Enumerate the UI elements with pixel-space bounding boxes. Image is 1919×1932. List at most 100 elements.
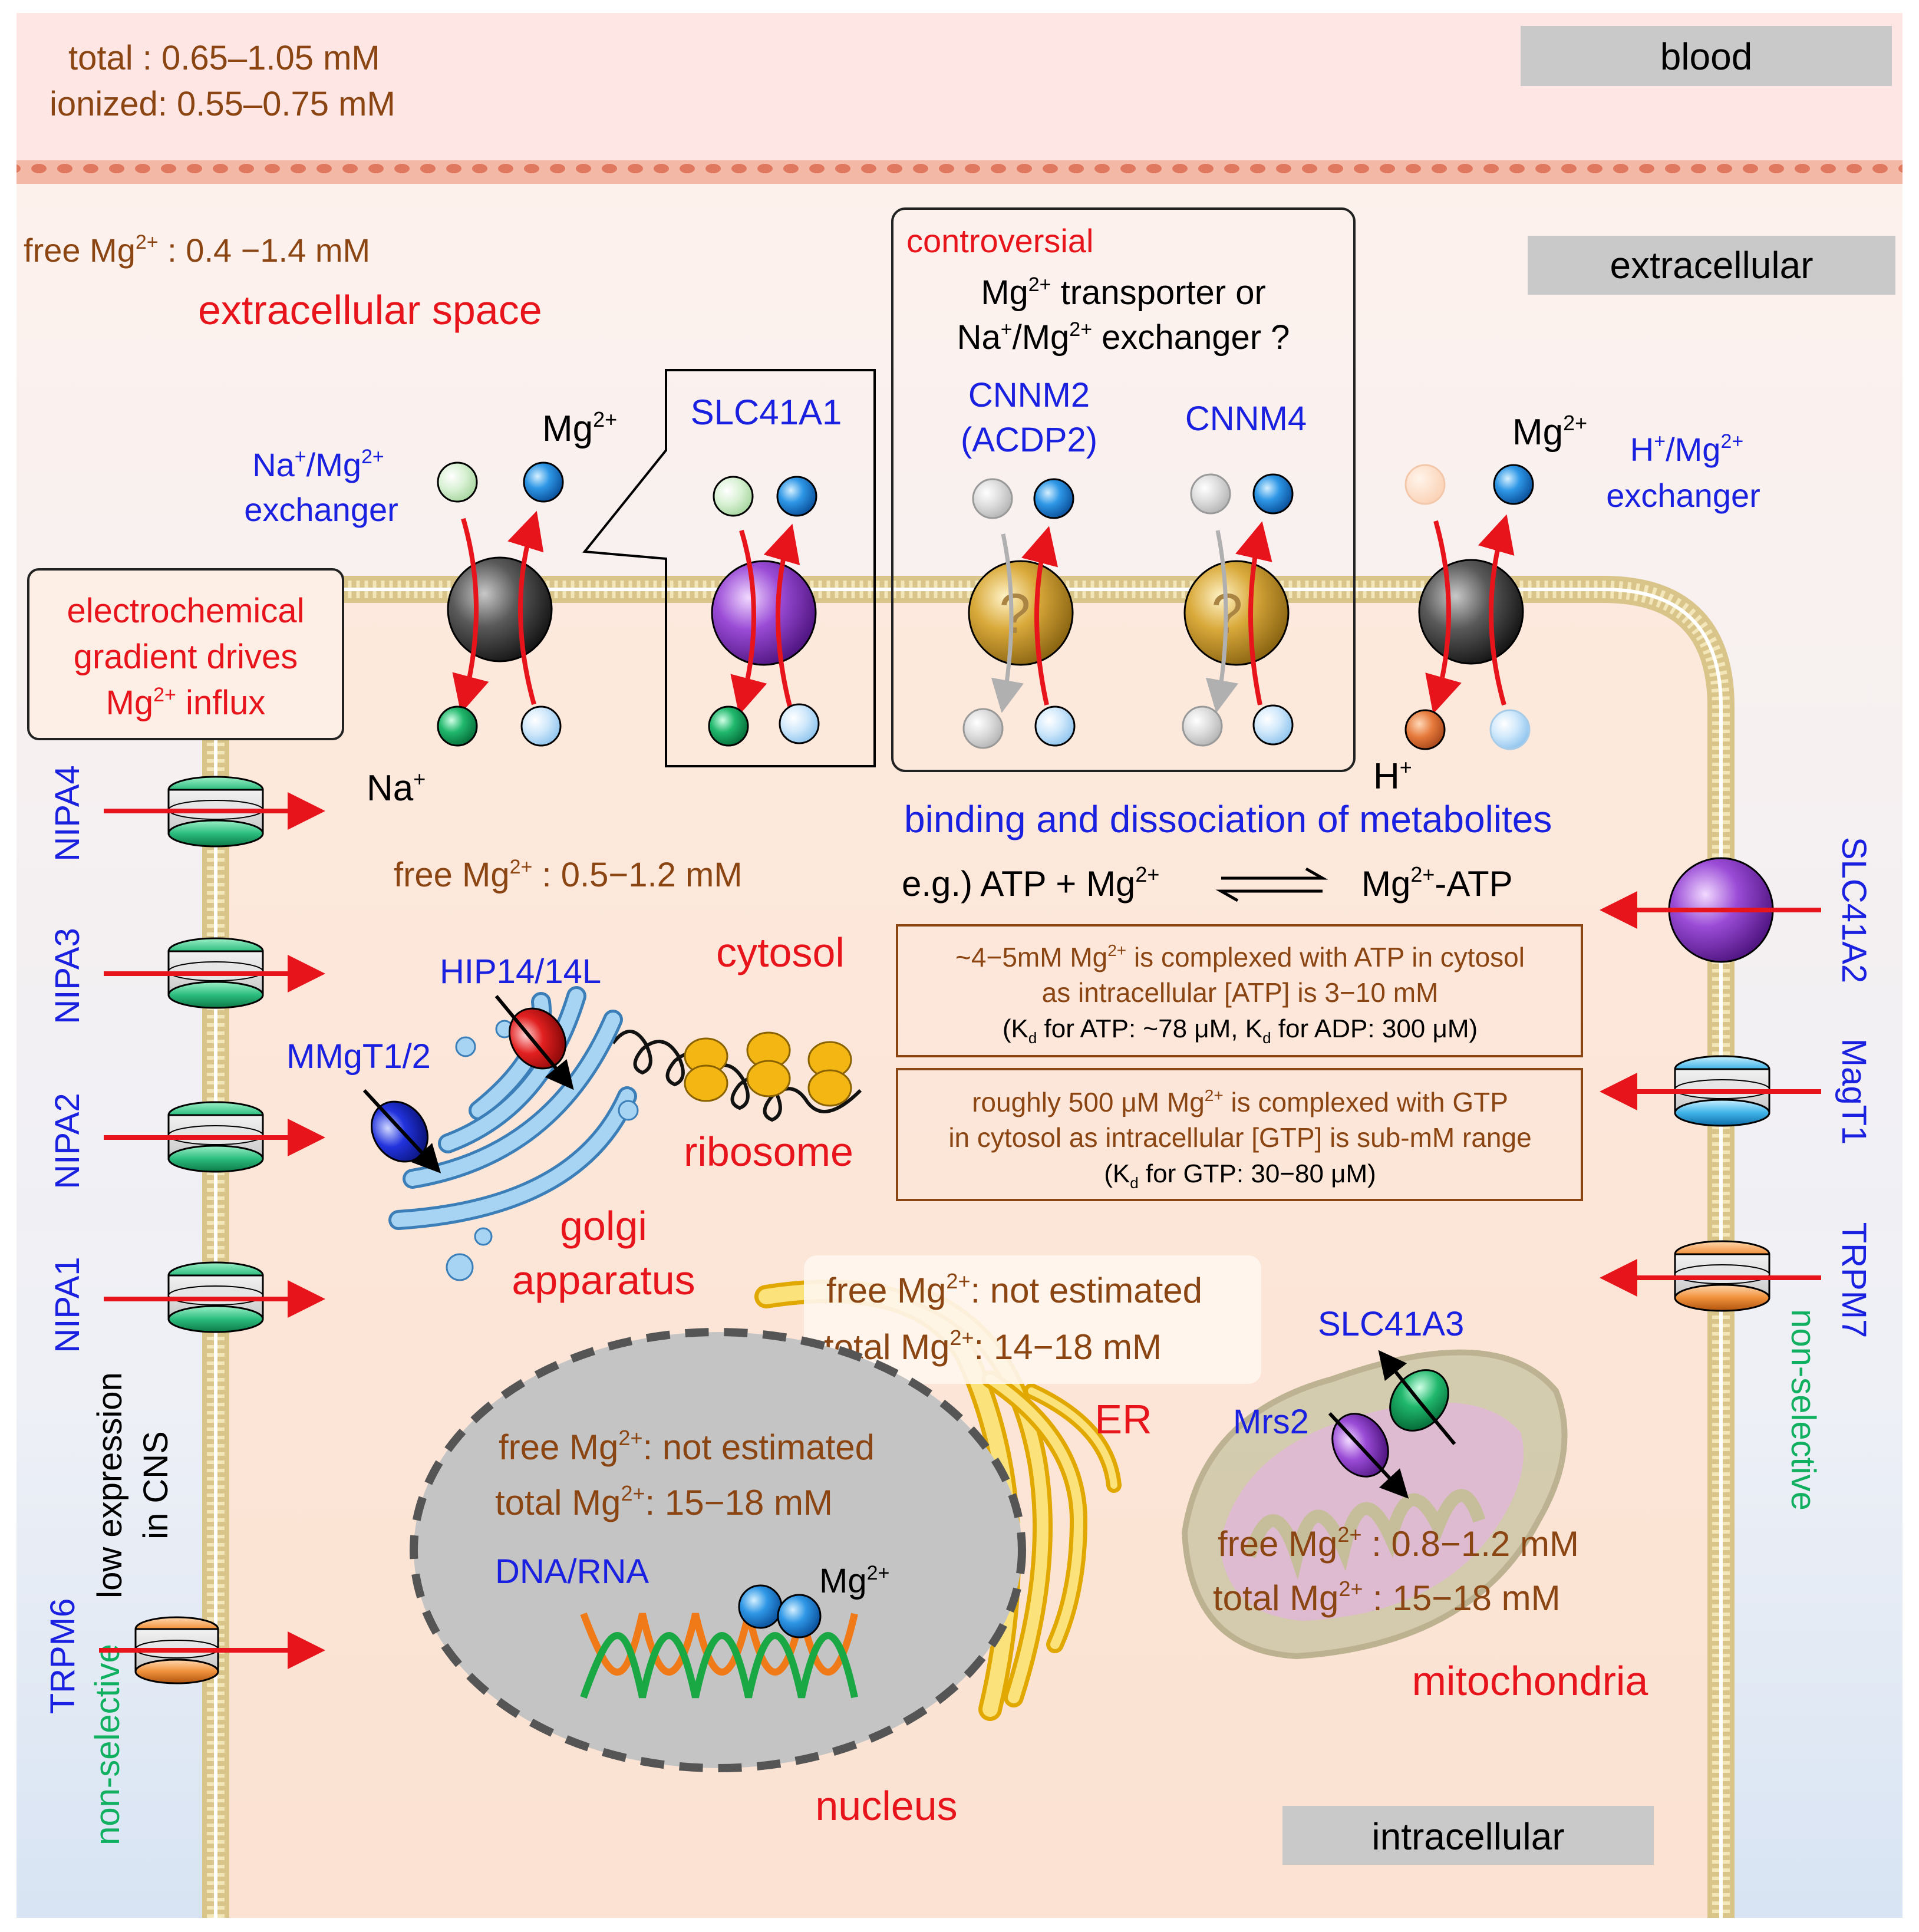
mg-ion-out-1 [523, 461, 564, 503]
cell-interior [216, 589, 1721, 1918]
blood-tag: blood [1660, 35, 1753, 78]
slc41a3-label: SLC41A3 [1318, 1305, 1464, 1343]
golgi-label-1: golgi [560, 1203, 647, 1249]
blood-total-conc: total : 0.65–1.05 mM [68, 39, 380, 77]
golgi-vesicle-5 [474, 1227, 493, 1246]
na-influx-arrow-1 [452, 517, 489, 714]
blood-tag-box [1521, 26, 1892, 86]
h-mg-exchanger [1418, 559, 1524, 665]
golgi-vesicle-4 [446, 1253, 474, 1281]
cnnm2-transporter [968, 560, 1074, 666]
low-expression-line1: low expression [91, 1372, 129, 1598]
cnnm2-label-1: CNNM2 [968, 376, 1090, 414]
extracellular-tag: extracellular [1610, 244, 1813, 286]
metabolites-title: binding and dissociation of metabolites [904, 798, 1552, 840]
electrochemical-box [27, 568, 344, 740]
nipa1-label: NIPA1 [48, 1257, 87, 1353]
mitochondrion [1181, 1349, 1568, 1660]
gtp-info-box [896, 1068, 1583, 1201]
h-mg-exchanger-label-2: exchanger [1606, 477, 1760, 514]
slc41a3-arrow-in [1419, 1402, 1456, 1445]
gtp-info-line1: roughly 500 μM Mg2+ is complexed with GT… [972, 1086, 1508, 1117]
mito-free-mg: free Mg2+ : 0.8−1.2 mM [1218, 1522, 1579, 1564]
na-ion-in-1 [437, 705, 478, 747]
mg-efflux-arrow-cnnm2 [1021, 526, 1059, 705]
intracellular-tag: intracellular [1371, 1815, 1564, 1858]
electrochemical-line2: gradient drives [74, 638, 298, 676]
slc41a2-label: SLC41A2 [1835, 837, 1873, 983]
na-influx-arrow-2 [730, 529, 767, 716]
trpm7-non-selective: non-selective [1784, 1309, 1822, 1511]
grey-arrow-cnnm2 [991, 533, 1024, 713]
atp-info-line2: as intracellular [ATP] is 3−10 mM [1042, 977, 1439, 1008]
mg-ion-label-nucleus: Mg2+ [819, 1562, 889, 1600]
h-ion-label: H+ [1373, 755, 1412, 797]
grey-ion-out-cnnm4 [1190, 473, 1231, 515]
slc41a3-arrow-out [1378, 1350, 1422, 1404]
hip14-arrow [494, 995, 574, 1090]
na-mg-exchanger [447, 556, 553, 662]
atp-info-line1: ~4−5mM Mg2+ is complexed with ATP in cyt… [955, 941, 1525, 972]
mg-ion-in-cnnm4 [1252, 704, 1294, 746]
nipa4-label: NIPA4 [48, 765, 87, 861]
nucleus-envelope [410, 1328, 1026, 1772]
mg-ion-in-1 [520, 705, 562, 747]
extracellular-free-mg: free Mg2+ : 0.4 −1.4 mM [24, 231, 370, 269]
metabolite-equation-right: Mg2+-ATP [1361, 862, 1513, 904]
er-total-mg: total Mg2+: 14−18 mM [824, 1326, 1162, 1367]
slc41a1-callout-box [582, 369, 876, 767]
mg-ion-out-2 [776, 476, 817, 517]
h-ion-in [1404, 709, 1446, 750]
magt1-label: MagT1 [1835, 1038, 1873, 1145]
blood-ionized-conc: ionized: 0.55–0.75 mM [50, 85, 395, 123]
grey-arrow-cnnm4 [1205, 530, 1238, 713]
electrochemical-line1: electrochemical [67, 592, 305, 630]
nucleus-free-mg: free Mg2+: not estimated [499, 1426, 875, 1467]
golgi-vesicle-1 [455, 1036, 476, 1057]
na-mg-exchanger-label-1: Na+/Mg2+ [252, 446, 384, 483]
h-ion-out [1404, 464, 1446, 505]
trpm6-channel [99, 1616, 325, 1684]
cytosol-label: cytosol [716, 929, 845, 975]
grey-ion-out-cnnm2 [972, 478, 1013, 519]
dna-helix [580, 1612, 858, 1699]
low-expression-line2: in CNS [137, 1431, 175, 1539]
gtp-info-line3: (Kd for GTP: 30−80 μM) [1104, 1159, 1376, 1192]
mg-ion-out-cnnm2 [1033, 478, 1074, 519]
atp-info-line3: (Kd for ATP: ~78 μM, Kd for ADP: 300 μM) [1003, 1014, 1478, 1047]
cnnm2-label-2: (ACDP2) [961, 421, 1097, 459]
mg-ion-in-2 [779, 703, 820, 744]
equilibrium-arrows [1215, 867, 1328, 902]
trpm7-channel [1600, 1240, 1821, 1312]
h-influx-arrow [1425, 520, 1462, 714]
grey-ion-in-cnnm4 [1182, 705, 1223, 747]
nipa3-channel [104, 937, 325, 1009]
mmgt-label: MMgT1/2 [286, 1037, 431, 1076]
golgi-label-2: apparatus [512, 1257, 695, 1303]
extracellular-tag-box [1528, 236, 1895, 295]
controversial-question-1: Mg2+ transporter or [981, 273, 1266, 312]
controversial-box [891, 207, 1356, 772]
mg-ion-out-cnnm4 [1252, 473, 1294, 515]
er-label: ER [1094, 1396, 1152, 1442]
mg-ion-in-3 [1489, 709, 1531, 750]
mitochondria-label: mitochondria [1412, 1658, 1648, 1704]
nipa4-channel [104, 776, 325, 848]
mg-ion-out-3 [1493, 464, 1534, 505]
na-ion-out-2 [713, 476, 754, 517]
nucleus-label: nucleus [815, 1783, 957, 1829]
golgi-vesicle-3 [618, 1100, 639, 1121]
trpm7-label: TRPM7 [1835, 1222, 1873, 1338]
controversial-question-2: Na+/Mg2+ exchanger ? [957, 318, 1290, 357]
er-free-mg: free Mg2+: not estimated [826, 1269, 1202, 1310]
grey-ion-in-cnnm2 [962, 708, 1004, 749]
mg-efflux-arrow-2 [763, 523, 800, 707]
controversial-title: controversial [906, 222, 1093, 259]
slc41a1-transporter [711, 560, 817, 666]
na-mg-exchanger-label-2: exchanger [244, 491, 398, 528]
er-info-box [804, 1255, 1261, 1384]
mg-efflux-arrow-3 [1478, 514, 1515, 706]
mrs2-label: Mrs2 [1233, 1403, 1309, 1441]
dna-rna-label: DNA/RNA [495, 1552, 649, 1591]
